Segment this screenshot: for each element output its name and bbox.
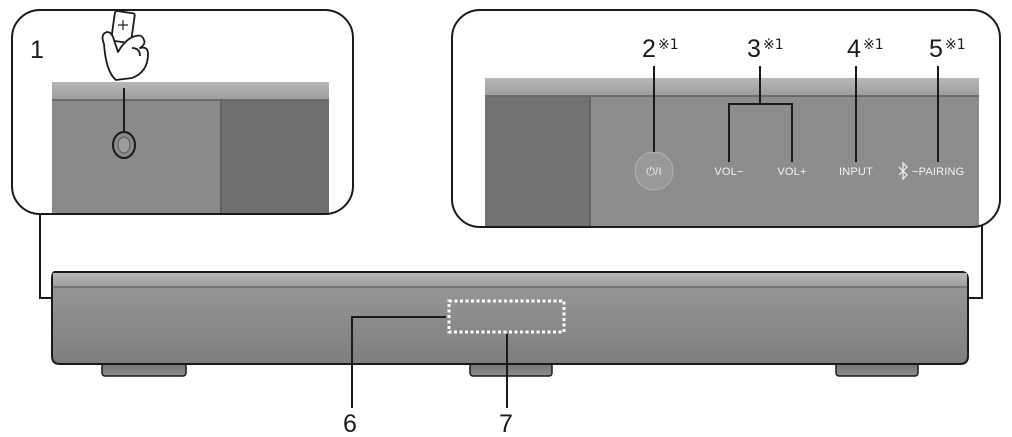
callout-4-note: ※1: [863, 37, 884, 53]
power-button-label: ⏻/I: [646, 166, 661, 178]
callout-5-note: ※1: [945, 37, 966, 53]
zoom-panel-remote-sensor: 1: [11, 9, 354, 215]
leader-lines-top: [653, 66, 939, 162]
soundbar-body: [51, 271, 969, 365]
zoom-panel-controls: ⏻/I VOL− VOL+ INPUT −PAIRING 2 ※1 3 ※1 4…: [451, 9, 1001, 228]
remote-sensor-icon: [112, 131, 136, 159]
display-area: [447, 299, 566, 334]
callout-1: 1: [30, 36, 44, 64]
hand-touch-icon: [101, 10, 149, 81]
leader-lines-bottom: [351, 316, 508, 408]
vol-down-label: VOL−: [714, 166, 743, 178]
callout-6: 6: [343, 410, 357, 437]
bluetooth-icon: [898, 161, 908, 181]
callout-3-note: ※1: [763, 37, 784, 53]
soundbar-unit: [51, 271, 969, 377]
callout-2-note: ※1: [658, 37, 679, 53]
vol-up-label: VOL+: [777, 166, 806, 178]
callout-3: 3: [747, 35, 761, 63]
callout-5: 5: [929, 35, 943, 63]
connector-lines: [39, 214, 983, 299]
callout-7: 7: [499, 410, 513, 437]
callout-4: 4: [847, 35, 861, 63]
pairing-label: −PAIRING: [912, 166, 964, 178]
soundbar-top-edge: [53, 273, 967, 287]
input-label: INPUT: [839, 166, 873, 178]
callout-2: 2: [642, 35, 656, 63]
